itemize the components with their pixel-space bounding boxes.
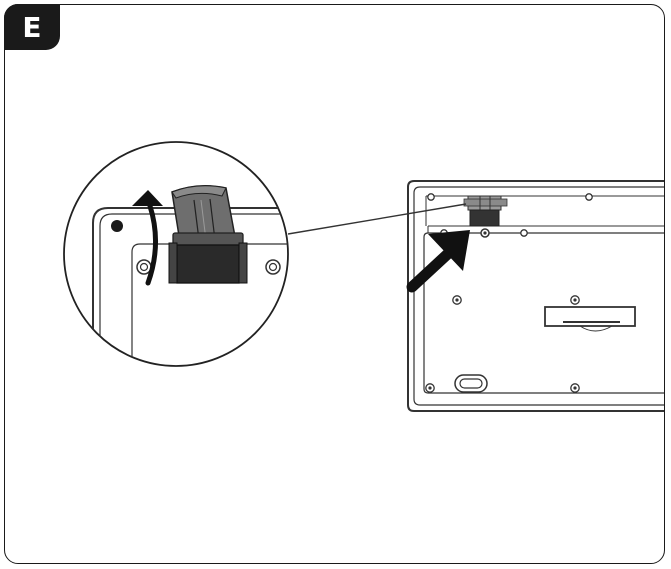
keyboard-foot-small bbox=[463, 195, 508, 238]
keyboard-underside bbox=[287, 180, 664, 412]
battery-slot bbox=[544, 306, 636, 332]
step-label: E bbox=[22, 10, 42, 44]
step-badge: E bbox=[4, 4, 60, 50]
connect-button bbox=[454, 374, 488, 393]
keyboard-foot-large bbox=[168, 185, 248, 284]
zoom-callout bbox=[63, 141, 289, 367]
curved-flip-up-arrow-icon bbox=[132, 190, 163, 286]
callout-leader-line bbox=[287, 203, 467, 235]
zoom-screws bbox=[136, 259, 281, 275]
indicator-dot bbox=[111, 220, 123, 232]
up-right-arrow-icon bbox=[406, 230, 470, 293]
